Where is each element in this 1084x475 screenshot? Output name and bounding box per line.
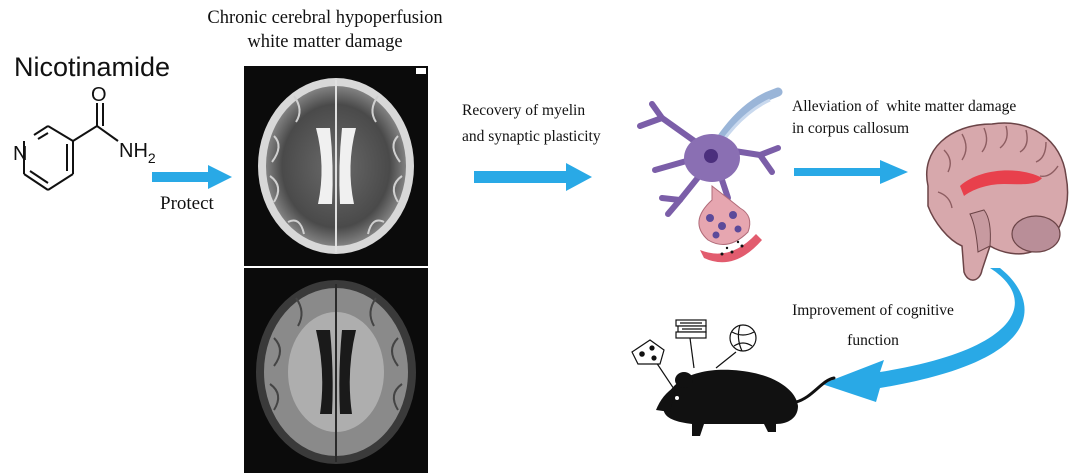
mouse-illustration [655, 337, 836, 436]
brain-illustration [925, 122, 1069, 281]
mri-title-line1: Chronic cerebral hypoperfusion [207, 8, 443, 28]
recovery-line2: and synaptic plasticity [462, 128, 601, 145]
cognitive-line1: Improvement of cognitive [792, 302, 954, 319]
arrow-protect [152, 165, 232, 189]
protect-label: Protect [160, 193, 214, 214]
alleviation-label: Alleviation of white matter damage in co… [792, 96, 1016, 140]
nicotinamide-structure [23, 103, 119, 191]
cognitive-line2: function [847, 332, 899, 349]
cognitive-label: Improvement of cognitive function [778, 296, 968, 356]
cheese-icon [631, 339, 665, 365]
amide-label: NH2 [119, 140, 156, 166]
alleviation-line1: Alleviation of white matter damage [792, 98, 1017, 115]
alleviation-line2: in corpus callosum [792, 120, 910, 137]
arrow-recovery [474, 163, 592, 191]
mri-flair-image [244, 268, 428, 473]
mri-title: Chronic cerebral hypoperfusion white mat… [190, 6, 460, 54]
amide-group: NH [119, 140, 148, 162]
amide-subscript: 2 [148, 150, 156, 166]
ball-icon [729, 324, 757, 352]
recovery-label: Recovery of myelin and synaptic plastici… [462, 98, 601, 150]
ring-nitrogen-label: N [13, 143, 27, 165]
recovery-line1: Recovery of myelin [462, 102, 586, 119]
carbonyl-oxygen-label: O [91, 84, 107, 106]
books-icon [675, 319, 707, 339]
arrow-cognitive [822, 268, 1025, 402]
arrow-alleviation [794, 160, 908, 184]
compound-name: Nicotinamide [14, 52, 171, 82]
mri-t2-image [244, 66, 428, 266]
mri-title-line2: white matter damage [247, 32, 403, 52]
neuron-illustration [637, 87, 783, 263]
